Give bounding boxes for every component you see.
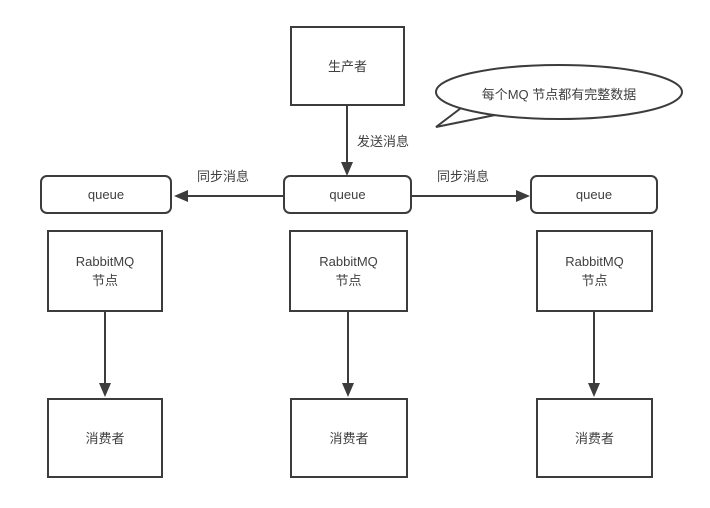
consumer-right-node: 消费者 — [536, 398, 653, 478]
sync-left-label: 同步消息 — [197, 169, 250, 184]
producer-label: 生产者 — [327, 58, 367, 74]
queue-right-label: queue — [575, 187, 613, 202]
deliver-left-arrowhead — [99, 383, 111, 397]
consumer-right-label: 消费者 — [574, 430, 614, 446]
sync-right-arrowhead — [516, 190, 530, 202]
consumer-left-node: 消费者 — [47, 398, 163, 478]
sync-left-arrowhead — [174, 190, 188, 202]
callout-text: 每个MQ 节点都有完整数据 — [481, 87, 637, 102]
callout-ellipse — [435, 64, 683, 120]
consumer-left-label: 消费者 — [85, 430, 125, 446]
rabbitmq-center-line2: 节点 — [335, 273, 362, 288]
rabbitmq-left-node: RabbitMQ 节点 — [47, 230, 163, 312]
consumer-center-node: 消费者 — [290, 398, 408, 478]
deliver-right-arrowhead — [588, 383, 600, 397]
producer-node: 生产者 — [290, 26, 405, 106]
rabbitmq-left-line2: 节点 — [91, 273, 118, 288]
send-message-arrowhead — [341, 162, 353, 176]
deliver-center-arrowhead — [342, 383, 354, 397]
rabbitmq-center-line1: RabbitMQ — [319, 254, 378, 269]
queue-center-label: queue — [329, 187, 366, 202]
rabbitmq-right-line1: RabbitMQ — [565, 254, 624, 269]
queue-center-node: queue — [283, 175, 412, 214]
send-message-label: 发送消息 — [357, 134, 410, 149]
queue-left-label: queue — [87, 187, 125, 202]
queue-left-node: queue — [40, 175, 172, 214]
rabbitmq-left-line1: RabbitMQ — [75, 254, 135, 269]
rabbitmq-right-line2: 节点 — [581, 273, 608, 288]
rabbitmq-center-node: RabbitMQ 节点 — [289, 230, 408, 312]
queue-right-node: queue — [530, 175, 658, 214]
consumer-center-label: 消费者 — [329, 430, 369, 446]
rabbitmq-right-node: RabbitMQ 节点 — [536, 230, 653, 312]
sync-right-label: 同步消息 — [437, 169, 490, 184]
